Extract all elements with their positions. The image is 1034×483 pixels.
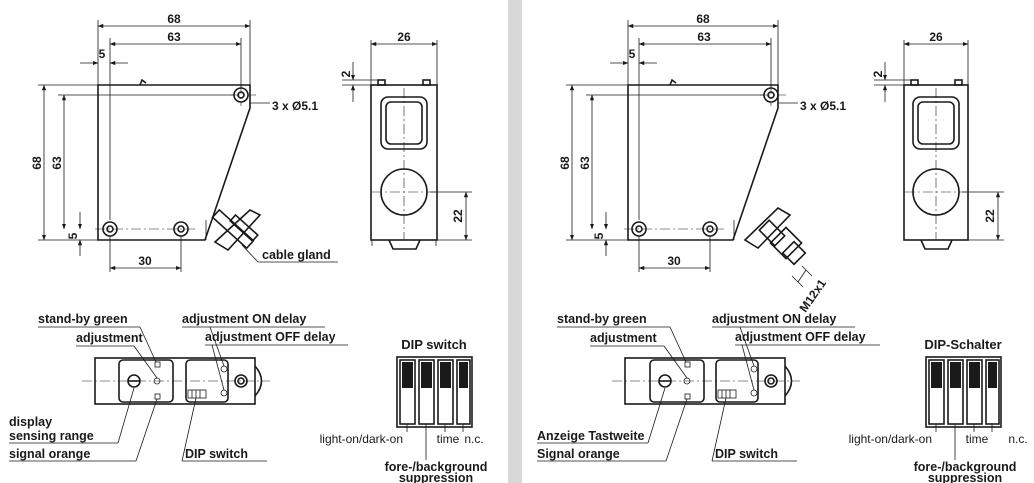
dim-63-v: 63 [578,156,592,170]
dip-l4a: fore-/background [914,460,1017,474]
connector-label: cable gland [262,248,331,262]
dim-22: 22 [451,209,465,223]
dip-l2: time [437,432,460,446]
dim-63: 63 [697,30,711,44]
dim-30: 30 [667,254,681,268]
left-sheet: 68 63 5 68 63 5 30 3 x Ø5.1 [9,12,487,483]
dim-63-v: 63 [50,156,64,170]
m12-connector [758,219,807,266]
signal-label: signal orange [9,447,90,461]
control-panel: stand-by green adjustment adjustment ON … [9,312,348,462]
dim-30: 30 [138,254,152,268]
dim-5-top: 5 [99,47,106,61]
dim-2: 2 [339,70,353,77]
dip-switch-box: DIP-Schalter light-on/dark-on time n.c. … [849,337,1028,483]
dim-2: 2 [871,70,885,77]
cable-gland [211,208,259,250]
dim-22: 22 [983,209,997,223]
dip-l3: n.c. [1008,432,1027,446]
holes-label: 3 x Ø5.1 [800,99,846,113]
dim-68: 68 [167,12,181,26]
off-delay-label: adjustment OFF delay [205,330,336,344]
sensing-range-label: sensing range [9,429,94,443]
dip-l3: n.c. [464,432,483,446]
dim-26: 26 [929,30,943,44]
dip-label: DIP switch [185,447,248,461]
adjustment-label: adjustment [590,331,658,345]
on-delay-label: adjustment ON delay [712,312,836,326]
connector-body [213,209,262,252]
side-view: 26 2 22 [871,30,1004,250]
display-label: Anzeige Tastweite [537,429,644,443]
dim-68-v: 68 [30,156,44,170]
front-view: 68 63 5 68 63 5 30 3 x Ø5.1 [558,12,846,315]
holes-label: 3 x Ø5.1 [272,99,318,113]
dim-5-v: 5 [66,232,80,239]
dip-title: DIP-Schalter [924,337,1001,352]
side-view: 26 2 22 [339,30,472,250]
dip-title: DIP switch [401,337,467,352]
standby-label: stand-by green [557,312,647,326]
dip-l2: time [966,432,989,446]
adjustment-label: adjustment [76,331,144,345]
dip-switch-box: DIP switch light-on/dark-on time n.c. fo… [320,337,488,483]
dim-26: 26 [397,30,411,44]
dim-5-v: 5 [592,232,606,239]
off-delay-label: adjustment OFF delay [735,330,866,344]
dip-l1: light-on/dark-on [849,432,932,446]
on-delay-label: adjustment ON delay [182,312,306,326]
dip-l1: light-on/dark-on [320,432,403,446]
right-sheet: 68 63 5 68 63 5 30 3 x Ø5.1 [537,12,1028,483]
dip-l4a: fore-/background [385,460,488,474]
control-panel: stand-by green adjustment adjustment ON … [537,312,880,462]
dip-l4b: suppression [928,471,1002,483]
dip-l4b: suppression [399,471,473,483]
signal-label: Signal orange [537,447,620,461]
dim-68: 68 [696,12,710,26]
dip-label: DIP switch [715,447,778,461]
display-label: display [9,415,52,429]
front-view: 68 63 5 68 63 5 30 3 x Ø5.1 [30,12,338,272]
sheet-divider [508,0,522,483]
standby-label: stand-by green [38,312,128,326]
m12-label: M12x1 [796,276,829,314]
dim-68-v: 68 [558,156,572,170]
dim-5-top: 5 [629,47,636,61]
dim-63: 63 [167,30,181,44]
